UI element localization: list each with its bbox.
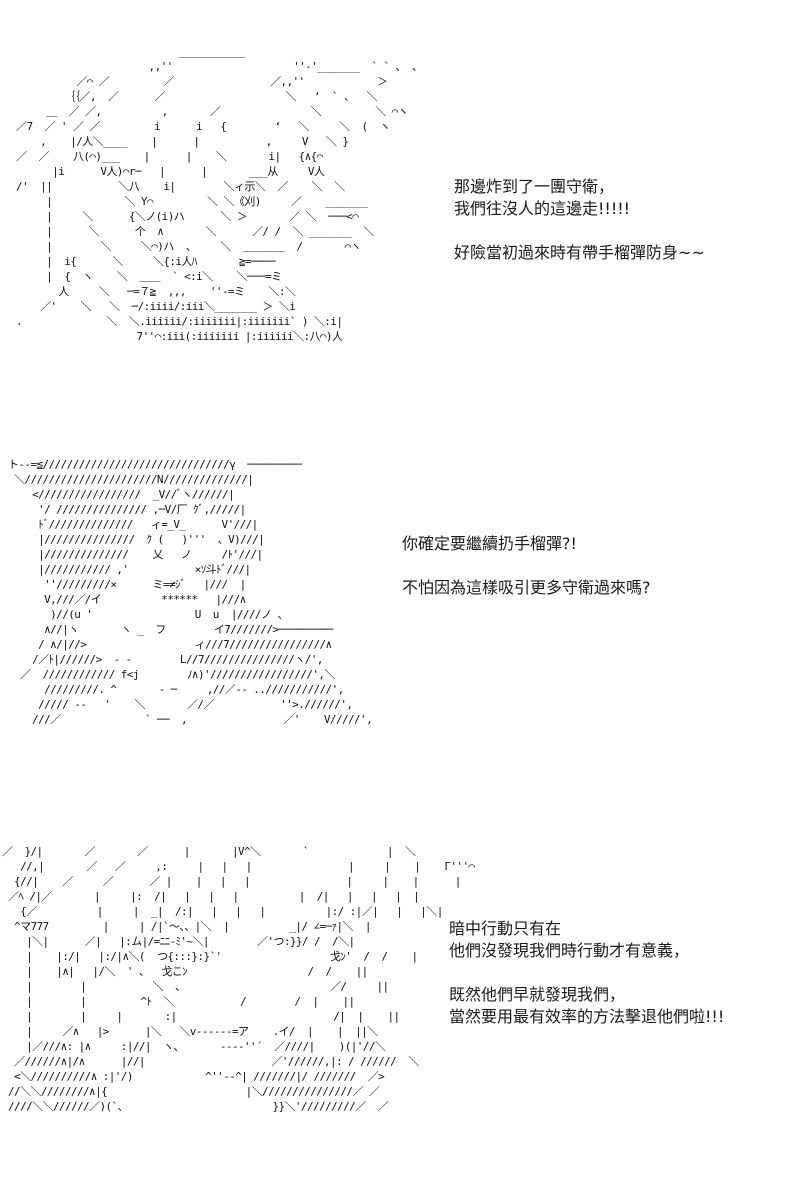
dialogue-line: 暗中行動只有在 xyxy=(449,919,562,938)
comic-panel-3: ／ }/| ／ ／ | |V^＼ ` | ＼ //,| ／ ／ ,: | | |… xyxy=(0,840,800,1185)
line-gap xyxy=(402,555,651,577)
dialogue-line: 你確定要繼續扔手榴彈?! xyxy=(402,534,577,553)
ascii-art-character-worried: ト--=≦///////////////////////////////γ ──… xyxy=(8,458,373,726)
dialogue-line: 好險當初過來時有帶手榴彈防身~~ xyxy=(454,243,705,262)
dialogue-line: 我們往沒人的這邊走!!!!! xyxy=(454,199,631,218)
ascii-art-character-fleeing: ___________ ,,'' ''-'_______ ` ` 、 、 ／⌒ … xyxy=(16,45,423,343)
dialogue-line: 不怕因為這樣吸引更多守衛過來嗎? xyxy=(402,578,651,597)
comic-panel-2: ト--=≦///////////////////////////////γ ──… xyxy=(0,455,800,795)
ascii-art-character-smiling: ／ }/| ／ ／ | |V^＼ ` | ＼ //,| ／ ／ ,: | | |… xyxy=(2,845,475,1113)
comic-panel-1: ___________ ,,'' ''-'_______ ` ` 、 、 ／⌒ … xyxy=(0,40,800,410)
line-gap xyxy=(449,962,724,984)
dialogue-line: 他們沒發現我們時行動才有意義， xyxy=(449,941,690,960)
dialogue-line: 既然他們早就發現我們， xyxy=(449,985,626,1004)
dialogue-line: 那邊炸到了一團守衛， xyxy=(454,177,615,196)
line-gap xyxy=(454,220,705,242)
dialogue-caption-3: 暗中行動只有在 他們沒發現我們時行動才有意義， 既然他們早就發現我們， 當然要用… xyxy=(449,918,724,1028)
dialogue-line: 當然要用最有效率的方法擊退他們啦!!! xyxy=(449,1007,725,1026)
dialogue-caption-1: 那邊炸到了一團守衛， 我們往沒人的這邊走!!!!! 好險當初過來時有帶手榴彈防身… xyxy=(454,176,705,264)
dialogue-caption-2: 你確定要繼續扔手榴彈?! 不怕因為這樣吸引更多守衛過來嗎? xyxy=(402,533,651,599)
